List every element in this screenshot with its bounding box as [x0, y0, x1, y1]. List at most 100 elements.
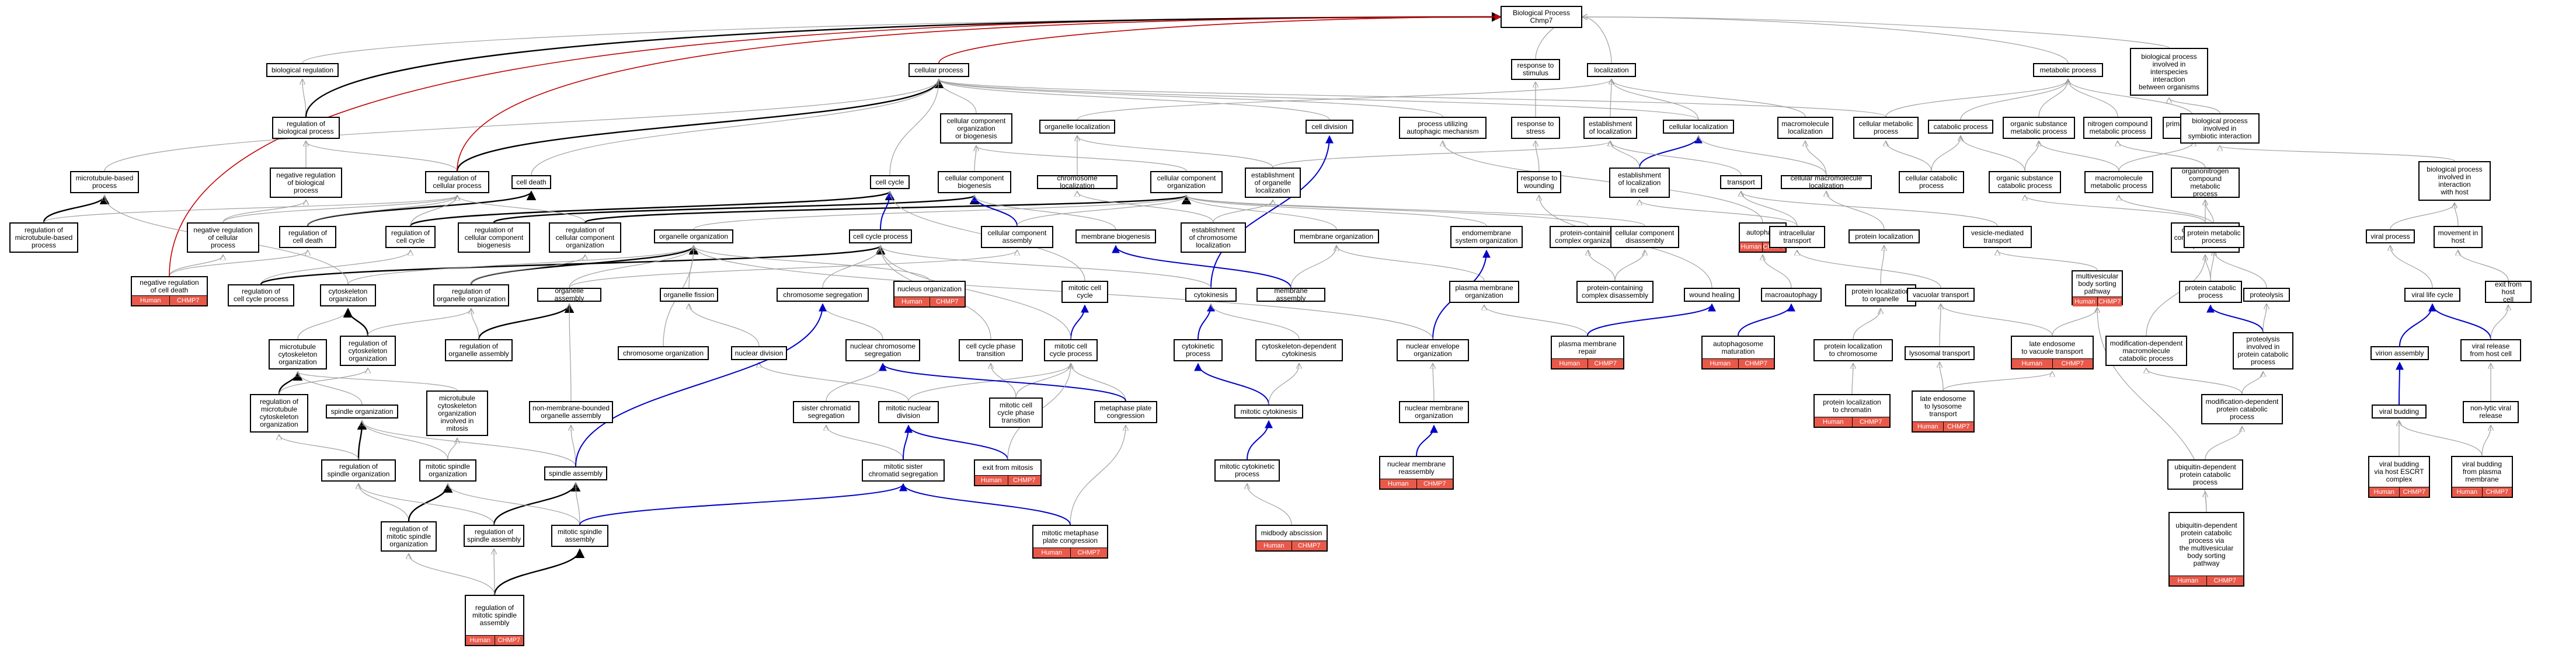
- annotation-gene[interactable]: CHMP7: [2052, 359, 2093, 368]
- go-term-cc-assembly[interactable]: cellular component assembly: [981, 226, 1053, 248]
- go-term-prot-loc-chrom[interactable]: protein localization to chromosome: [1813, 339, 1893, 361]
- annotation-species[interactable]: Human: [1388, 480, 1409, 487]
- go-term-reg-cell-death[interactable]: regulation of cell death: [279, 226, 336, 248]
- go-term-mitotic-cytokinesis[interactable]: mitotic cytokinesis: [1234, 405, 1303, 419]
- go-term-mt-proc[interactable]: microtubule-based process: [70, 171, 139, 193]
- go-term-viral-budding[interactable]: viral budding: [2372, 405, 2427, 419]
- go-term-resp-stim[interactable]: response to stimulus: [1511, 59, 1560, 80]
- annotation-gene[interactable]: CHMP7: [494, 636, 524, 645]
- go-term-viral-life[interactable]: viral life cycle: [2404, 288, 2460, 302]
- go-term-mitotic-cc[interactable]: mitotic cell cycle: [1061, 281, 1108, 303]
- go-term-cell-death[interactable]: cell death: [511, 175, 551, 189]
- go-term-bioreg[interactable]: biological regulation: [266, 63, 339, 77]
- go-term-resp-stress[interactable]: response to stress: [1511, 117, 1560, 139]
- go-term-proteolysis-cat[interactable]: proteolysis involved in protein cataboli…: [2233, 332, 2293, 369]
- go-term-viral-release[interactable]: viral release from host cell: [2460, 339, 2521, 361]
- annotation-species[interactable]: Human: [2456, 489, 2477, 496]
- go-term-cell-div[interactable]: cell division: [1306, 120, 1353, 134]
- annotation-gene[interactable]: CHMP7: [1943, 422, 1974, 431]
- annotation-species[interactable]: Human: [1710, 360, 1731, 367]
- annotation-species[interactable]: Human: [1559, 360, 1580, 367]
- go-term-nitrogen[interactable]: nitrogen compound metabolic process: [2083, 117, 2152, 139]
- go-term-org-org[interactable]: organelle organization: [654, 229, 733, 243]
- go-term-proteolysis[interactable]: proteolysis: [2243, 288, 2290, 302]
- go-term-neg-reg-bio[interactable]: negative regulation of biological proces…: [270, 168, 342, 198]
- go-term-cell-cycle-proc[interactable]: cell cycle process: [849, 229, 912, 243]
- annotation-gene[interactable]: CHMP7: [1587, 359, 1624, 368]
- annotation-gene[interactable]: CHMP7: [1007, 476, 1041, 485]
- go-term-chrom-org[interactable]: chromosome organization: [618, 346, 709, 360]
- annotation-species[interactable]: Human: [1917, 423, 1938, 430]
- go-term-mitotic-cytokinetic[interactable]: mitotic cytokinetic process: [1214, 459, 1280, 482]
- go-term-vesicle-transport[interactable]: vesicle-mediated transport: [1963, 226, 2032, 248]
- annotation-species[interactable]: Human: [901, 298, 923, 305]
- go-term-macro-loc[interactable]: macromolecule localization: [1777, 117, 1833, 139]
- go-term-mt-cytoskel-mitosis[interactable]: microtubule cytoskeleton organization in…: [426, 390, 488, 436]
- go-term-est-org-loc[interactable]: establishment of organelle localization: [1245, 168, 1301, 198]
- go-term-cell-macro-loc[interactable]: cellular macromolecule localization: [1781, 175, 1872, 190]
- go-term-reg-cc-proc[interactable]: regulation of cell cycle process: [228, 284, 294, 306]
- go-term-est-chrom-loc[interactable]: establishment of chromosome localization: [1181, 222, 1246, 253]
- go-term-macro-met[interactable]: macromolecule metabolic process: [2084, 171, 2153, 193]
- go-term-mitotic-spindle-assembly[interactable]: mitotic spindle assembly: [551, 525, 608, 547]
- go-term-spindle-assembly[interactable]: spindle assembly: [544, 466, 607, 480]
- go-term-mitotic-nuc-div[interactable]: mitotic nuclear division: [878, 401, 939, 423]
- go-term-pm-org[interactable]: plasma membrane organization: [1449, 281, 1519, 303]
- go-term-macroautophagy[interactable]: macroautophagy: [1761, 288, 1822, 302]
- annotation-gene[interactable]: CHMP7: [1851, 417, 1890, 427]
- go-term-reg-cytoskel-org[interactable]: regulation of cytoskeleton organization: [340, 336, 396, 366]
- go-term-reg-spindle-org[interactable]: regulation of spindle organization: [321, 459, 396, 482]
- go-term-nuc-mem-org[interactable]: nuclear membrane organization: [1399, 401, 1469, 423]
- go-term-cc-org-bio[interactable]: cellular component organization or bioge…: [940, 113, 1012, 144]
- go-term-localization[interactable]: localization: [1587, 63, 1636, 77]
- go-term-exit-host[interactable]: exit from host cell: [2485, 280, 2532, 303]
- go-term-mt-cytoskel-org[interactable]: microtubule cytoskeleton organization: [269, 339, 327, 369]
- go-term-reg-cc-org[interactable]: regulation of cellular component organiz…: [549, 222, 621, 253]
- go-term-cytoskel-org[interactable]: cytoskeleton organization: [320, 284, 376, 306]
- annotation-species[interactable]: Human: [2177, 577, 2198, 584]
- go-term-org-assembly[interactable]: organelle assembly: [537, 287, 601, 302]
- annotation-gene[interactable]: CHMP7: [2097, 297, 2122, 306]
- go-term-metabolic[interactable]: metabolic process: [2033, 63, 2103, 77]
- go-term-prot-met[interactable]: protein metabolic process: [2184, 226, 2244, 248]
- go-term-bio-symb[interactable]: biological process involved in interacti…: [2418, 161, 2491, 201]
- go-term-catabolic[interactable]: catabolic process: [1928, 120, 1993, 134]
- annotation-gene[interactable]: CHMP7: [169, 296, 207, 305]
- go-term-org-loc[interactable]: organelle localization: [1039, 120, 1115, 134]
- annotation-gene[interactable]: CHMP7: [929, 297, 965, 306]
- annotation-species[interactable]: Human: [1041, 549, 1062, 556]
- go-term-interspecies[interactable]: biological process involved in interspec…: [2130, 48, 2208, 96]
- annotation-species[interactable]: Human: [2074, 298, 2095, 305]
- go-term-prot-cat[interactable]: protein catabolic process: [2179, 281, 2242, 303]
- go-term-endomem[interactable]: endomembrane system organization: [1450, 226, 1523, 248]
- annotation-gene[interactable]: CHMP7: [1070, 548, 1108, 557]
- annotation-gene[interactable]: CHMP7: [1738, 359, 1774, 368]
- go-term-org-fission[interactable]: organelle fission: [660, 288, 718, 302]
- go-term-org-sub-cat[interactable]: organic substance catabolic process: [1989, 171, 2061, 193]
- go-term-mod-dep-cat[interactable]: modification-dependent macromolecule cat…: [2105, 336, 2187, 366]
- go-term-nuc-env-org[interactable]: nuclear envelope organization: [1397, 339, 1469, 361]
- go-term-ubiq-cat[interactable]: ubiquitin-dependent protein catabolic pr…: [2167, 459, 2243, 490]
- go-term-mitotic-spindle-org[interactable]: mitotic spindle organization: [419, 459, 476, 482]
- go-term-cell-met[interactable]: cellular metabolic process: [1853, 117, 1919, 139]
- go-term-virion-assembly[interactable]: virion assembly: [2370, 346, 2429, 360]
- go-term-cc-biogen[interactable]: cellular component biogenesis: [938, 171, 1011, 193]
- go-term-cc-phase-trans[interactable]: cell cycle phase transition: [959, 339, 1023, 361]
- go-term-cell-cat[interactable]: cellular catabolic process: [1899, 171, 1964, 193]
- go-term-reg-org-org[interactable]: regulation of organelle organization: [433, 284, 509, 306]
- go-term-est-loc[interactable]: establishment of localization: [1583, 117, 1637, 139]
- annotation-species[interactable]: Human: [1740, 243, 1762, 250]
- go-term-cc-disassembly[interactable]: cellular component disassembly: [1610, 226, 1679, 248]
- go-term-sister-seg[interactable]: sister chromatid segregation: [793, 401, 859, 423]
- go-term-prot-loc[interactable]: protein localization: [1849, 229, 1920, 243]
